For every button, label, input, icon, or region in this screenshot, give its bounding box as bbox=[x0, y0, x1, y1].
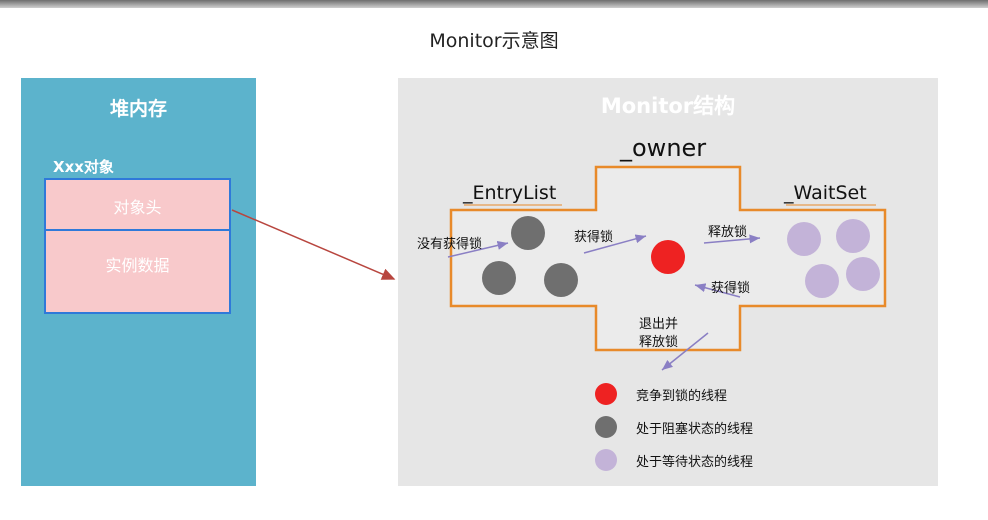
object-divider bbox=[46, 229, 229, 231]
object-label: Xxx对象 bbox=[53, 158, 114, 176]
entrylist-label: _EntryList bbox=[463, 182, 557, 204]
object-to-monitor-arrow bbox=[231, 209, 396, 280]
arrow-owner-to-waitset bbox=[703, 234, 761, 244]
label-no-lock: 没有获得锁 bbox=[417, 237, 483, 252]
object-box: 对象头 实例数据 bbox=[44, 178, 231, 314]
label-exit-release-line1: 退出并 bbox=[639, 317, 679, 332]
entrylist-blocked-thread-2 bbox=[482, 261, 516, 295]
label-release-lock: 释放锁 bbox=[708, 225, 748, 240]
legend-blocked-marker bbox=[595, 416, 617, 438]
legend-owner-label: 竞争到锁的线程 bbox=[636, 389, 728, 404]
monitor-title: Monitor结构 bbox=[600, 94, 736, 118]
arrow-waitset-to-owner bbox=[694, 283, 741, 298]
diagram-title: Monitor示意图 bbox=[429, 30, 559, 52]
owner-label: _owner bbox=[620, 134, 707, 162]
legend-blocked-label: 处于阻塞状态的线程 bbox=[636, 422, 754, 437]
waitset-waiting-thread-2 bbox=[836, 219, 870, 253]
label-get-lock-left: 获得锁 bbox=[574, 230, 614, 245]
entrylist-blocked-thread-1 bbox=[511, 216, 545, 250]
entrylist-blocked-thread-3 bbox=[544, 263, 578, 297]
instance-data-label: 实例数据 bbox=[105, 256, 170, 275]
waitset-waiting-thread-1 bbox=[787, 222, 821, 256]
legend-waiting-marker bbox=[595, 449, 617, 471]
heap-memory-panel: 堆内存 Xxx对象 对象头 实例数据 bbox=[21, 78, 256, 486]
arrow-enter-entrylist bbox=[447, 241, 509, 258]
label-get-lock-right: 获得锁 bbox=[711, 281, 751, 296]
label-exit-release-line2: 释放锁 bbox=[639, 335, 679, 350]
arrow-entrylist-to-owner bbox=[583, 234, 647, 254]
heap-memory-title: 堆内存 bbox=[109, 98, 167, 120]
waitset-waiting-thread-3 bbox=[805, 264, 839, 298]
owner-thread bbox=[651, 240, 685, 274]
arrow-exit-release bbox=[661, 332, 709, 371]
legend-waiting-label: 处于等待状态的线程 bbox=[636, 455, 754, 470]
window-top-bar bbox=[0, 0, 988, 8]
waitset-waiting-thread-4 bbox=[846, 257, 880, 291]
object-header-label: 对象头 bbox=[113, 198, 162, 217]
legend-owner-marker bbox=[595, 383, 617, 405]
waitset-label: _WaitSet bbox=[784, 182, 867, 204]
